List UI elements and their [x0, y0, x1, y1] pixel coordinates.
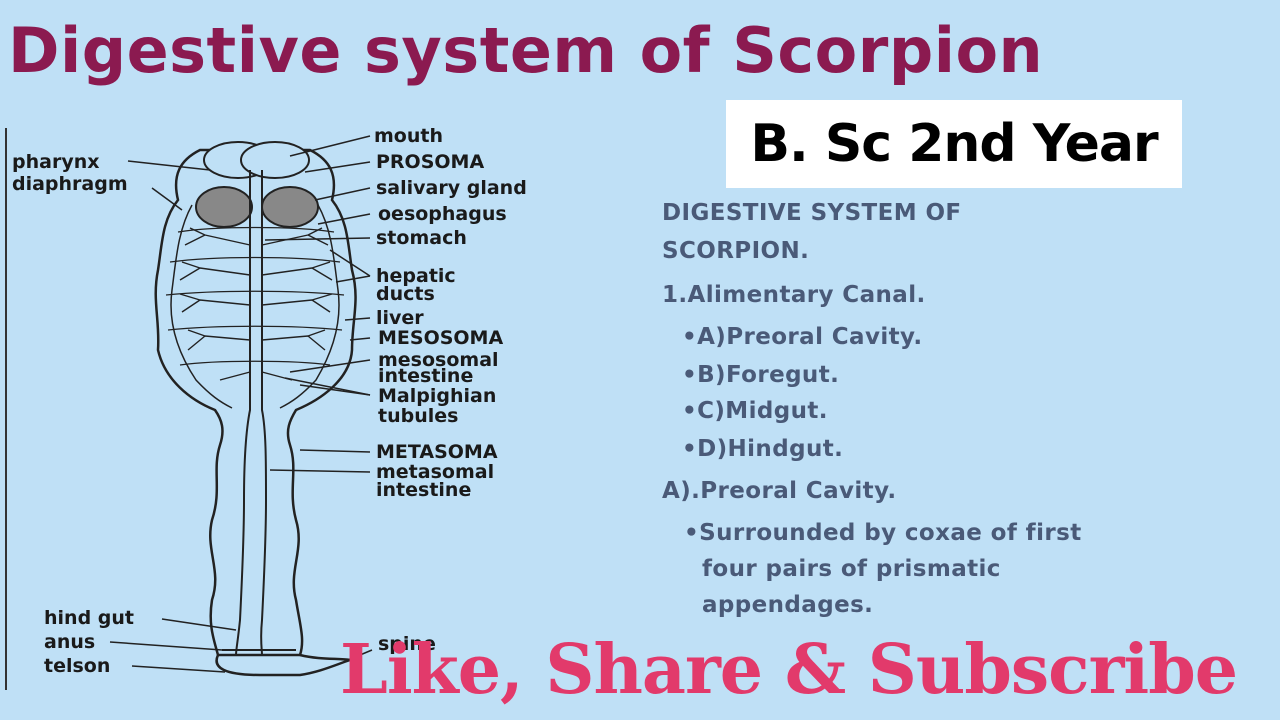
label-hepatic: hepatic: [376, 265, 456, 287]
label-malpighian: Malpighian: [378, 385, 496, 407]
label-mouth: mouth: [374, 125, 443, 147]
notes-item-midgut: •C)Midgut.: [682, 398, 828, 424]
notes-heading-line-2: SCORPION.: [662, 238, 810, 264]
label-oesophagus: oesophagus: [378, 203, 507, 225]
scorpion-digestive-diagram: mouth PROSOMA salivary gland oesophagus …: [5, 125, 527, 690]
label-stomach: stomach: [376, 227, 467, 249]
notes-heading-line-1: DIGESTIVE SYSTEM OF: [662, 200, 962, 226]
hepatic-ducts: [179, 227, 333, 381]
label-metasoma: METASOMA: [376, 441, 498, 463]
label-anus: anus: [44, 631, 95, 653]
label-ducts: ducts: [376, 283, 435, 305]
label-salivary-gland: salivary gland: [376, 177, 527, 199]
notes-desc-line-3: appendages.: [702, 592, 874, 618]
body-inner-outline: [170, 204, 340, 409]
notes-desc-line-2: four pairs of prismatic: [702, 556, 1001, 582]
notes-desc-line-1: •Surrounded by coxae of first: [684, 520, 1082, 546]
year-badge-label: B. Sc 2nd Year: [750, 114, 1158, 174]
notes-item-preoral: •A)Preoral Cavity.: [682, 324, 923, 350]
label-metasomal-intestine: intestine: [376, 479, 471, 501]
alimentary-canal: [235, 170, 268, 656]
telson-outline: [215, 653, 355, 677]
label-telson: telson: [44, 655, 110, 677]
notes-item-hindgut: •D)Hindgut.: [682, 436, 844, 462]
notes-section-alimentary: 1.Alimentary Canal.: [662, 282, 926, 308]
body-outline: [154, 148, 357, 657]
segment-lines: [165, 226, 345, 366]
label-liver: liver: [376, 307, 424, 329]
label-pharynx: pharynx: [12, 151, 100, 173]
head-lobe-right: [240, 141, 310, 179]
like-share-subscribe-banner: Like, Share & Subscribe: [340, 630, 1238, 710]
label-spine: spine: [378, 633, 436, 655]
label-mesosomal-intestine: intestine: [378, 365, 473, 387]
leader-lines: [109, 135, 373, 673]
label-metasomal: metasomal: [376, 461, 494, 483]
page-title: Digestive system of Scorpion: [8, 14, 1044, 87]
label-mesosomal: mesosomal: [378, 349, 499, 371]
salivary-gland-right: [261, 186, 319, 228]
notes-item-foregut: •B)Foregut.: [682, 362, 840, 388]
salivary-gland-left: [195, 186, 253, 228]
label-hind-gut: hind gut: [44, 607, 134, 629]
notes-section-preoral: A).Preoral Cavity.: [662, 478, 897, 504]
label-tubules: tubules: [378, 405, 458, 427]
label-prosoma: PROSOMA: [376, 151, 484, 173]
year-badge: B. Sc 2nd Year: [726, 100, 1182, 188]
label-diaphragm: diaphragm: [12, 173, 128, 195]
label-mesosoma: MESOSOMA: [378, 327, 503, 349]
